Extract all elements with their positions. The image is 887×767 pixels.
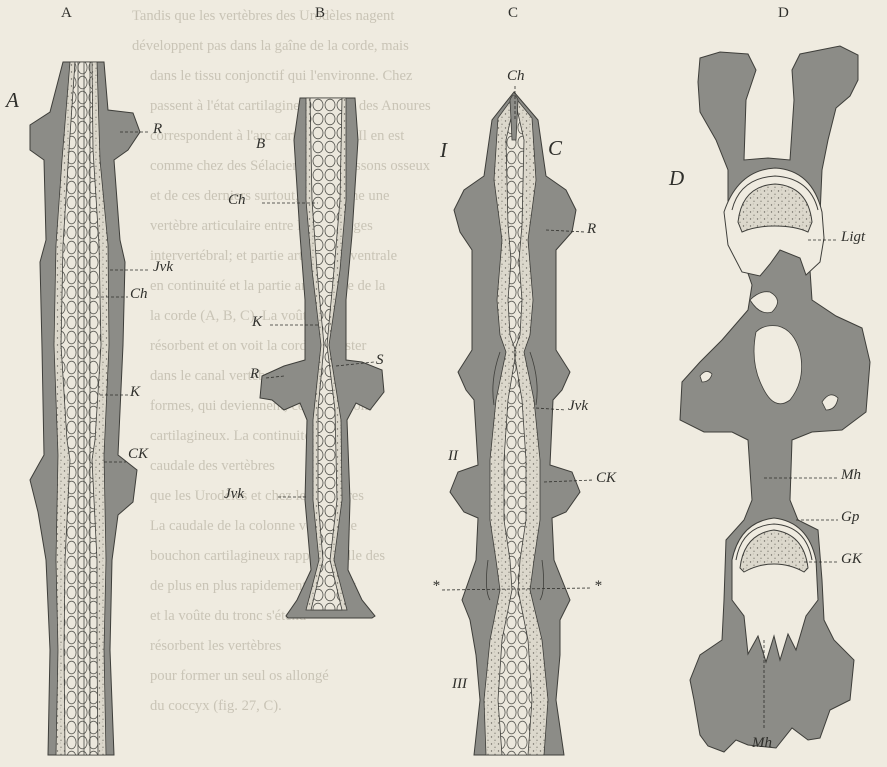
label-b-jvk: Jvk [224, 486, 244, 503]
label-a-ck: CK [128, 446, 148, 463]
panel-d-header: D [778, 5, 789, 22]
label-a-ch: Ch [130, 286, 148, 303]
panel-a-header: A [61, 5, 72, 22]
panel-a-letter: A [6, 88, 19, 113]
label-a-r: R [153, 121, 162, 138]
panel-b-header: B [315, 5, 325, 22]
label-a-k: K [130, 384, 140, 401]
label-c-star-left: * [432, 578, 440, 595]
panel-d-section [680, 46, 870, 752]
panel-b-letter: B [256, 136, 265, 153]
label-c-roman-1: I [440, 138, 447, 163]
label-c-jvk: Jvk [568, 398, 588, 415]
label-b-k: K [252, 314, 262, 331]
panel-c-header: C [508, 5, 518, 22]
label-c-roman-2: II [448, 448, 458, 465]
panel-c-section [442, 86, 594, 755]
label-c-ch: Ch [507, 68, 525, 85]
panel-a-section [30, 62, 150, 755]
label-c-roman-3: III [452, 676, 467, 693]
label-c-r: R [587, 221, 596, 238]
panel-d-letter: D [669, 166, 684, 191]
label-a-jvk: Jvk [153, 259, 173, 276]
label-d-gp: Gp [841, 509, 859, 526]
label-d-ligt: Ligt [841, 229, 865, 246]
label-b-r: R [250, 366, 259, 383]
label-d-gk: GK [841, 551, 862, 568]
label-c-ck: CK [596, 470, 616, 487]
label-d-mh: Mh [841, 467, 861, 484]
label-b-s: S [376, 352, 384, 369]
label-d-mh-bottom: Mh [752, 735, 772, 752]
panel-c-letter: C [548, 136, 562, 161]
label-b-ch: Ch [228, 192, 246, 209]
label-c-star-right: * [594, 578, 602, 595]
panel-b-section [260, 98, 384, 618]
